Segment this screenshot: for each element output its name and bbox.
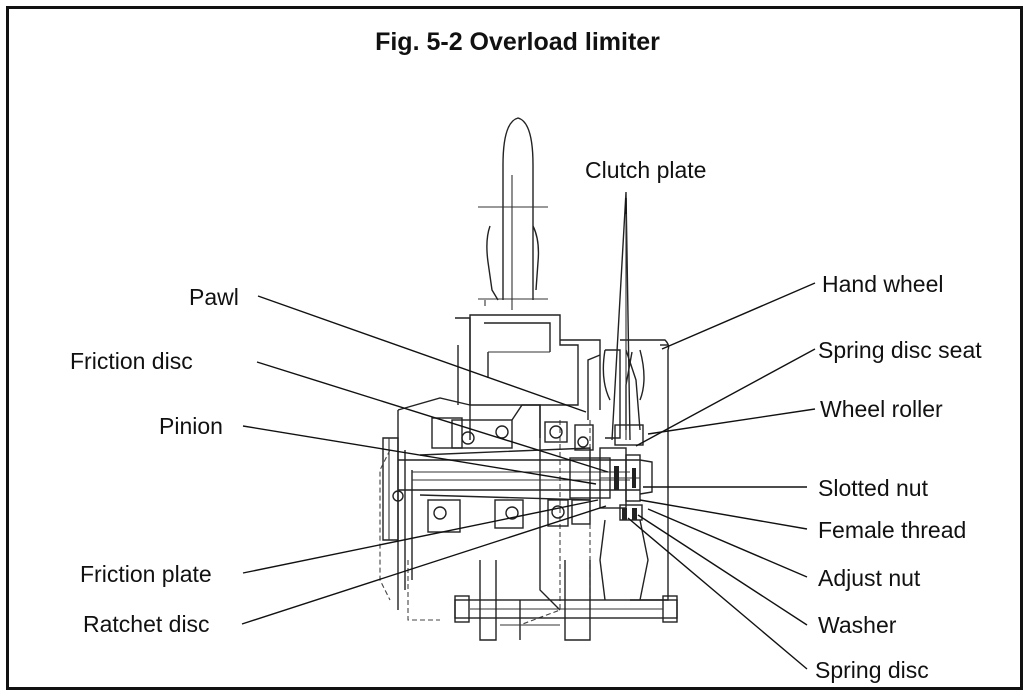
- label-pawl: Pawl: [189, 284, 239, 310]
- leader-wheel-roller: [647, 408, 816, 435]
- bottom-crossbar: [454, 560, 678, 641]
- leader-friction-plate: [242, 499, 599, 574]
- leader-washer: [637, 514, 808, 626]
- label-wheel-roller: Wheel roller: [820, 396, 943, 422]
- label-clutch-plate: Clutch plate: [585, 157, 707, 183]
- leader-friction-disc: [256, 361, 609, 473]
- label-ratchet-disc: Ratchet disc: [83, 611, 210, 637]
- figure-title: Fig. 5-2 Overload limiter: [375, 28, 660, 56]
- leader-spring-disc: [627, 517, 808, 670]
- label-pinion: Pinion: [159, 413, 223, 439]
- housing: [379, 314, 601, 626]
- label-slotted-nut: Slotted nut: [818, 475, 928, 501]
- top-lever: [478, 117, 548, 310]
- label-washer: Washer: [818, 612, 897, 638]
- label-female-thread: Female thread: [818, 517, 967, 543]
- label-spring-disc: Spring disc: [815, 657, 929, 683]
- label-spring-disc-seat: Spring disc seat: [818, 337, 982, 363]
- label-friction-disc: Friction disc: [70, 348, 193, 374]
- leader-hand-wheel: [661, 282, 816, 350]
- label-friction-plate: Friction plate: [80, 561, 212, 587]
- hand-wheel-assembly: [587, 191, 670, 601]
- main-shaft: [398, 447, 653, 509]
- leader-lines: [241, 198, 816, 670]
- leader-pawl: [257, 295, 587, 413]
- leader-spring-disc-seat: [635, 348, 816, 447]
- leader-female-thread: [639, 499, 808, 530]
- label-hand-wheel: Hand wheel: [822, 271, 944, 297]
- leader-adjust-nut: [647, 508, 808, 578]
- leader-ratchet-disc: [241, 505, 607, 625]
- bearings: [392, 404, 594, 533]
- label-adjust-nut: Adjust nut: [818, 565, 921, 591]
- leader-pinion: [242, 425, 597, 485]
